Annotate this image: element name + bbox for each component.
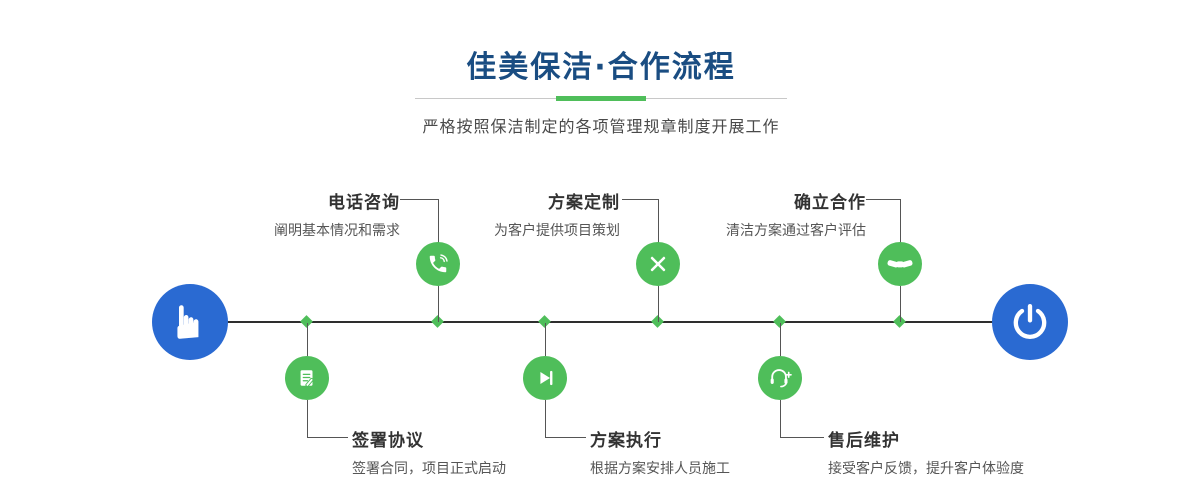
step-title: 电话咨询 [328,193,400,213]
timeline-start-node: ☛ [152,284,228,360]
title-underline [415,96,787,101]
connector-line [438,286,439,322]
step-desc: 阐明基本情况和需求 [274,223,400,239]
handshake-icon [887,251,913,277]
connector-line [307,437,348,438]
document-pen-icon [296,367,318,389]
step-title: 售后维护 [828,431,900,451]
title-underline-accent [556,96,646,101]
headset-plus-icon [768,367,792,389]
connector-line [545,323,546,356]
connector-line [307,323,308,356]
step-icon-circle [878,242,922,286]
connector-line [780,400,781,438]
step-sign-agreement-label: 签署协议 签署合同，项目正式启动 [352,426,506,478]
play-icon [534,367,556,389]
connector-line [866,199,900,200]
page-subtitle: 严格按照保洁制定的各项管理规章制度开展工作 [422,117,780,136]
step-title: 方案定制 [548,193,620,213]
step-icon-circle [285,356,329,400]
hand-pointer-icon: ☛ [161,301,215,343]
page-title: 佳美保洁·合作流程 [466,50,736,85]
connector-line [545,400,546,438]
connector-line [780,437,824,438]
connector-line [780,323,781,356]
step-establish-coop-label: 确立合作 清洁方案通过客户评估 [726,188,866,240]
step-plan-custom-label: 方案定制 为客户提供项目策划 [494,188,620,240]
step-desc: 根据方案安排人员施工 [590,461,730,477]
connector-line [307,400,308,438]
pencil-ruler-icon [647,253,669,275]
connector-line [400,199,438,200]
power-icon [1010,302,1050,342]
step-title: 确立合作 [794,193,866,213]
step-title: 签署协议 [352,431,424,451]
step-desc: 接受客户反馈，提升客户体验度 [828,461,1024,477]
connector-line [438,199,439,243]
connector-line [622,199,658,200]
connector-line [900,199,901,243]
step-after-sales-label: 售后维护 接受客户反馈，提升客户体验度 [828,426,1024,478]
step-title: 方案执行 [590,431,662,451]
connector-line [900,286,901,322]
step-plan-execute-label: 方案执行 根据方案安排人员施工 [590,426,730,478]
step-icon-circle [758,356,802,400]
connector-line [658,286,659,322]
step-icon-circle [416,242,460,286]
timeline-end-node [992,284,1068,360]
connector-line [545,437,586,438]
phone-icon [427,253,449,275]
step-phone-consult-label: 电话咨询 阐明基本情况和需求 [274,188,400,240]
step-desc: 签署合同，项目正式启动 [352,461,506,477]
step-icon-circle [523,356,567,400]
connector-line [658,199,659,243]
timeline-line [190,321,1030,323]
step-desc: 清洁方案通过客户评估 [726,223,866,239]
step-desc: 为客户提供项目策划 [494,223,620,239]
step-icon-circle [636,242,680,286]
